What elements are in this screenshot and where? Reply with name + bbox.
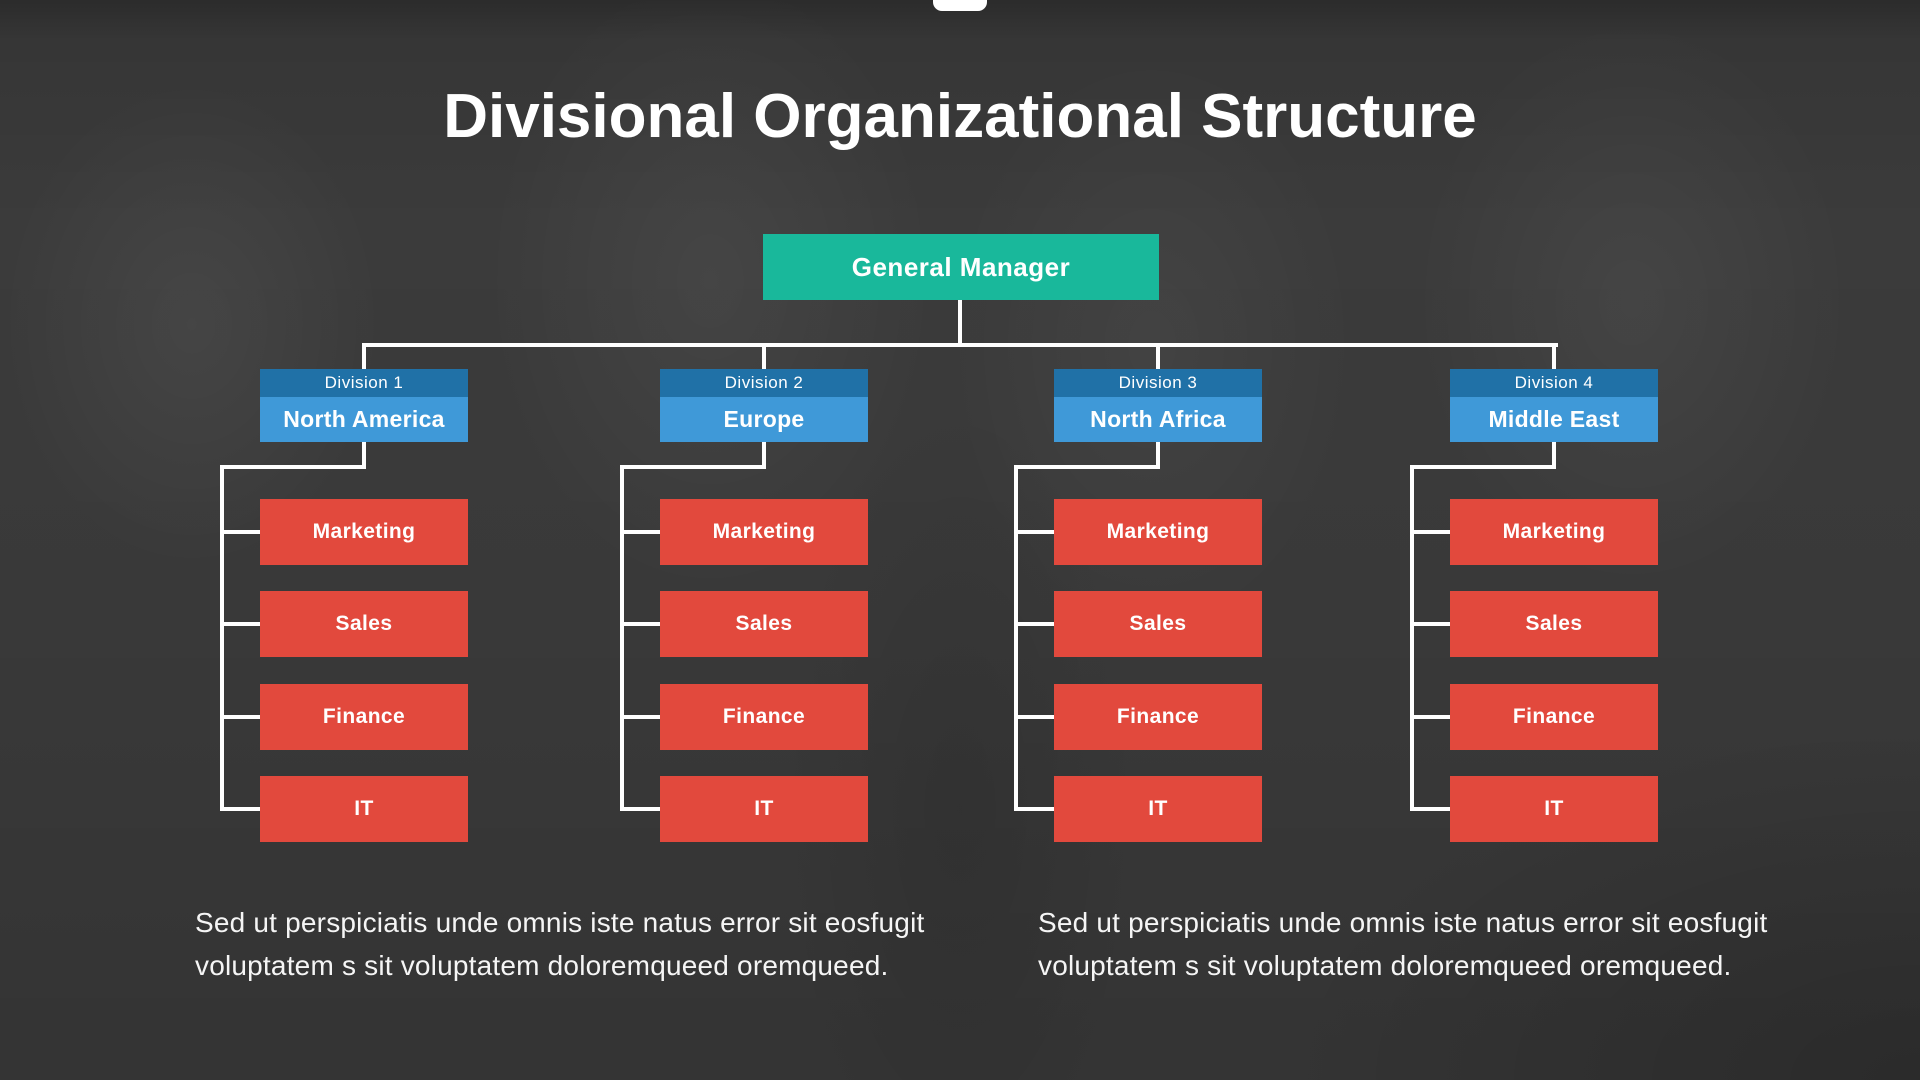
- division-node: Division 2 Europe: [660, 369, 868, 442]
- connector-stub: [622, 530, 660, 534]
- connector-stub: [1016, 530, 1054, 534]
- department-node: Sales: [660, 591, 868, 657]
- description-paragraph-left: Sed ut perspiciatis unde omnis iste natu…: [195, 901, 985, 987]
- connector-division-down: [1156, 442, 1160, 469]
- connector-division-drop: [1552, 345, 1556, 371]
- connector-elbow: [220, 465, 366, 469]
- connector-stub: [222, 807, 260, 811]
- connector-horizontal-bus: [362, 343, 1558, 347]
- division-region-label: Europe: [660, 397, 868, 442]
- department-node: Finance: [1450, 684, 1658, 750]
- connector-stub: [622, 715, 660, 719]
- connector-stub: [222, 530, 260, 534]
- division-label: Division 1: [260, 369, 468, 397]
- connector-rail: [1410, 465, 1414, 811]
- connector-rail: [1014, 465, 1018, 811]
- connector-elbow: [1014, 465, 1160, 469]
- paragraph-line: Sed ut perspiciatis unde omnis iste natu…: [195, 907, 925, 938]
- division-label: Division 3: [1054, 369, 1262, 397]
- division-region-label: North Africa: [1054, 397, 1262, 442]
- description-paragraph-right: Sed ut perspiciatis unde omnis iste natu…: [1038, 901, 1828, 987]
- connector-division-drop: [362, 345, 366, 371]
- connector-stub: [1016, 715, 1054, 719]
- division-node: Division 1 North America: [260, 369, 468, 442]
- connector-division-down: [762, 442, 766, 469]
- division-region-label: Middle East: [1450, 397, 1658, 442]
- connector-stub: [622, 622, 660, 626]
- department-node: Marketing: [1450, 499, 1658, 565]
- connector-rail: [620, 465, 624, 811]
- division-column-1: Division 1 North America Marketing Sales…: [164, 345, 564, 845]
- connector-stub: [1412, 807, 1450, 811]
- department-node: IT: [1054, 776, 1262, 842]
- connector-rail: [220, 465, 224, 811]
- department-node: Sales: [1450, 591, 1658, 657]
- division-column-2: Division 2 Europe Marketing Sales Financ…: [564, 345, 964, 845]
- department-node: IT: [660, 776, 868, 842]
- connector-stub: [1016, 807, 1054, 811]
- department-node: Sales: [260, 591, 468, 657]
- page-title: Divisional Organizational Structure: [443, 81, 1477, 151]
- paragraph-line: voluptatem s sit voluptatem doloremqueed…: [1038, 950, 1732, 981]
- department-node: Sales: [1054, 591, 1262, 657]
- connector-stub: [222, 622, 260, 626]
- department-node: IT: [260, 776, 468, 842]
- division-label: Division 4: [1450, 369, 1658, 397]
- paragraph-line: voluptatem s sit voluptatem doloremqueed…: [195, 950, 889, 981]
- connector-elbow: [620, 465, 766, 469]
- connector-division-down: [1552, 442, 1556, 469]
- connector-stub: [622, 807, 660, 811]
- department-node: Finance: [1054, 684, 1262, 750]
- connector-stub: [222, 715, 260, 719]
- department-node: IT: [1450, 776, 1658, 842]
- department-node: Marketing: [660, 499, 868, 565]
- top-tab-decoration: [933, 0, 987, 11]
- connector-elbow: [1410, 465, 1556, 469]
- department-node: Marketing: [260, 499, 468, 565]
- division-node: Division 3 North Africa: [1054, 369, 1262, 442]
- connector-stub: [1412, 530, 1450, 534]
- division-column-3: Division 3 North Africa Marketing Sales …: [958, 345, 1358, 845]
- connector-division-drop: [762, 345, 766, 371]
- paragraph-line: Sed ut perspiciatis unde omnis iste natu…: [1038, 907, 1768, 938]
- department-node: Finance: [660, 684, 868, 750]
- division-column-4: Division 4 Middle East Marketing Sales F…: [1354, 345, 1754, 845]
- division-node: Division 4 Middle East: [1450, 369, 1658, 442]
- department-node: Marketing: [1054, 499, 1262, 565]
- division-label: Division 2: [660, 369, 868, 397]
- connector-division-drop: [1156, 345, 1160, 371]
- department-node: Finance: [260, 684, 468, 750]
- connector-division-down: [362, 442, 366, 469]
- general-manager-node: General Manager: [763, 234, 1159, 300]
- connector-stub: [1412, 622, 1450, 626]
- connector-gm-drop: [958, 300, 962, 347]
- connector-stub: [1412, 715, 1450, 719]
- connector-stub: [1016, 622, 1054, 626]
- division-region-label: North America: [260, 397, 468, 442]
